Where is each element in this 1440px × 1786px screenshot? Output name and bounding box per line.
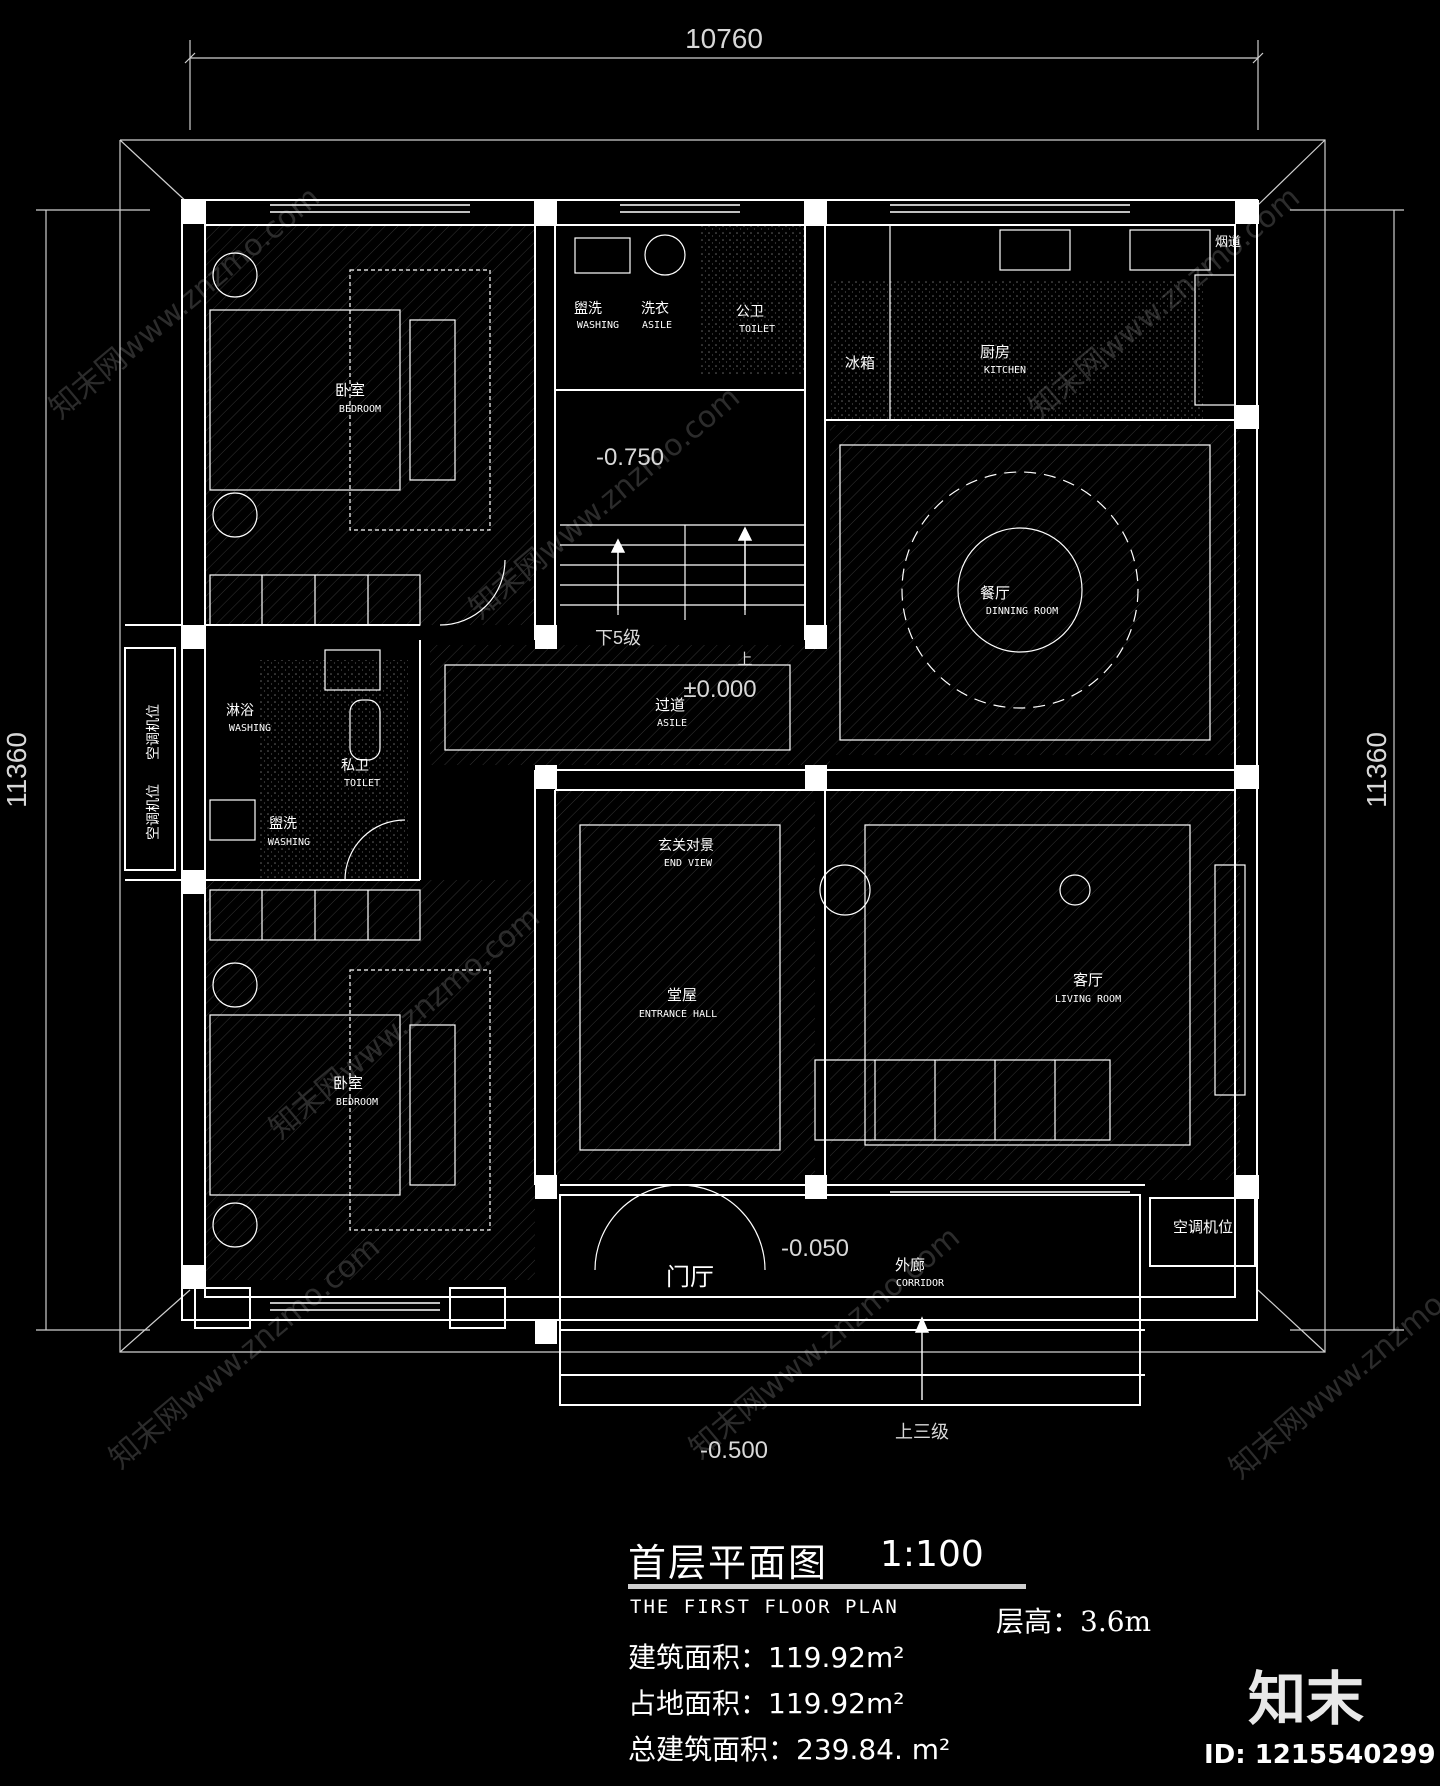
label-aisle-en: ASILE xyxy=(657,718,687,729)
brand-id: ID: 1215540299 xyxy=(1204,1740,1436,1770)
brand-logo: 知末 xyxy=(1248,1665,1365,1733)
level-stair: -0.750 xyxy=(596,444,664,471)
label-ac-bottom: 空调机位 xyxy=(1173,1218,1233,1236)
label-kitchen: 厨房 xyxy=(980,343,1010,361)
level-outside: -0.500 xyxy=(700,1437,768,1464)
dim-left: 11360 xyxy=(1,732,32,808)
label-living-en: LIVING ROOM xyxy=(1055,994,1121,1005)
label-kitchen-en: KITCHEN xyxy=(984,365,1026,376)
label-fridge: 冰箱 xyxy=(845,354,875,372)
label-ac-left-1: 空调机位 xyxy=(146,704,162,760)
level-vestibule: -0.050 xyxy=(781,1235,849,1262)
label-chimney: 烟道 xyxy=(1215,235,1241,250)
label-aisle: 过道 xyxy=(655,696,685,714)
label-living: 客厅 xyxy=(1073,971,1103,989)
label-public-toilet: 公卫 xyxy=(736,304,764,320)
label-private-toilet-en: TOILET xyxy=(344,778,380,789)
dim-top: 10760 xyxy=(685,23,763,54)
columns xyxy=(182,200,1259,1344)
label-bedroom-bottom: 卧室 xyxy=(333,1074,363,1092)
label-ac-left-2: 空调机位 xyxy=(146,784,162,840)
label-bedroom-bottom-en: BEDROOM xyxy=(336,1097,378,1108)
level-aisle: ±0.000 xyxy=(683,676,756,703)
label-washing-a: 盥洗 xyxy=(574,301,602,317)
label-hall-en: ENTRANCE HALL xyxy=(639,1009,717,1020)
label-dining: 餐厅 xyxy=(980,584,1010,602)
label-laundry-en: ASILE xyxy=(642,320,672,331)
plan-title-en: THE FIRST FLOOR PLAN xyxy=(630,1596,899,1618)
note-down-steps: 下5级 xyxy=(595,628,641,648)
label-hall: 堂屋 xyxy=(667,986,697,1004)
label-washing-b: 盥洗 xyxy=(269,816,297,832)
floor-height: 层高：3.6m xyxy=(996,1605,1152,1638)
label-vestibule: 门厅 xyxy=(666,1263,714,1291)
note-up: 上 xyxy=(737,651,752,668)
label-end-view-en: END VIEW xyxy=(664,858,713,869)
label-corridor-en: CORRIDOR xyxy=(896,1278,945,1289)
title-underline xyxy=(628,1584,1026,1589)
label-private-toilet: 私卫 xyxy=(341,758,369,774)
label-shower-en: WASHING xyxy=(229,723,271,734)
label-dining-en: DINNING ROOM xyxy=(986,606,1058,617)
label-washing-a-en: WASHING xyxy=(577,320,619,331)
label-bedroom-top: 卧室 xyxy=(335,381,365,399)
dimension-lines xyxy=(36,40,1404,1353)
label-end-view: 玄关对景 xyxy=(658,837,714,854)
area-total: 总建筑面积：239.84. m² xyxy=(628,1733,951,1766)
label-bedroom-top-en: BEDROOM xyxy=(339,404,381,415)
windows xyxy=(270,204,1130,1311)
dim-right: 11360 xyxy=(1361,732,1392,808)
furniture xyxy=(209,224,1246,1271)
stair-arrows xyxy=(610,526,930,1400)
plan-scale: 1:100 xyxy=(880,1534,984,1575)
floor-hatch xyxy=(205,225,1240,1280)
note-corridor-up: 上三级 xyxy=(895,1422,949,1442)
label-laundry: 洗衣 xyxy=(641,301,669,317)
area-land: 占地面积：119.92m² xyxy=(628,1687,905,1720)
room-labels: 卧室 BEDROOM 盥洗 WASHING 洗衣 ASILE 公卫 TOILET… xyxy=(146,235,1241,1464)
plan-title: 首层平面图 xyxy=(628,1541,829,1585)
label-washing-b-en: WASHING xyxy=(268,837,310,848)
label-public-toilet-en: TOILET xyxy=(739,324,775,335)
area-building: 建筑面积：119.92m² xyxy=(628,1641,905,1674)
label-corridor: 外廊 xyxy=(895,1256,925,1274)
label-shower: 淋浴 xyxy=(226,703,254,719)
svg-text:知末网www.znzmo.com: 知末网www.znzmo.com xyxy=(1223,1240,1440,1486)
